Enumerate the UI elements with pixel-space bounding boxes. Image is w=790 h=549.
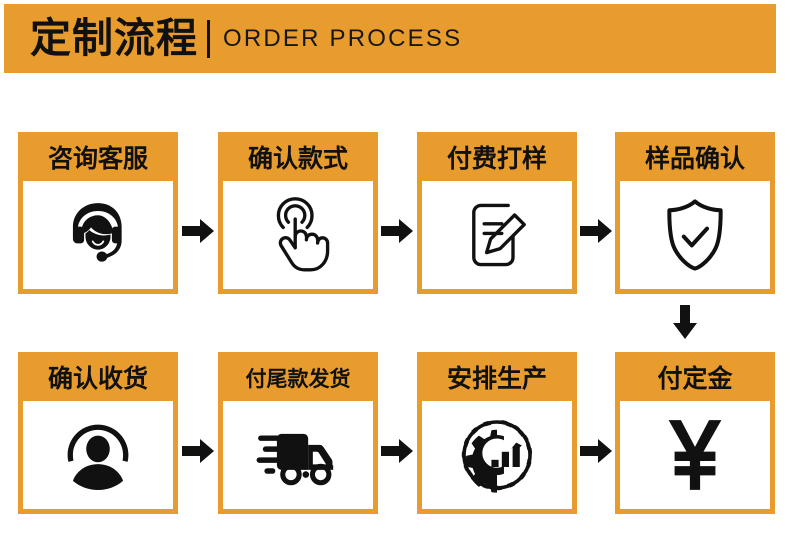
step-icon-area bbox=[620, 181, 770, 289]
tap-hand-icon bbox=[262, 195, 334, 275]
page-title-cn: 定制流程 bbox=[30, 14, 198, 62]
step-card-pay-balance-ship[interactable]: 付尾款发货 bbox=[218, 352, 378, 514]
document-pen-icon bbox=[460, 195, 534, 275]
step-card-confirm-style[interactable]: 确认款式 bbox=[218, 132, 378, 294]
step-icon-area bbox=[223, 181, 373, 289]
flow-arrow-right bbox=[182, 438, 214, 464]
user-receipt-icon bbox=[60, 417, 136, 493]
step-label: 确认款式 bbox=[223, 137, 373, 181]
step-label: 样品确认 bbox=[620, 137, 770, 181]
flow-arrow-right bbox=[580, 438, 612, 464]
step-card-paid-sampling[interactable]: 付费打样 bbox=[417, 132, 577, 294]
shield-check-icon bbox=[658, 195, 732, 275]
step-icon-area bbox=[223, 401, 373, 509]
page-header-band: 定制流程 ORDER PROCESS bbox=[4, 4, 776, 73]
step-label: 付尾款发货 bbox=[223, 357, 373, 401]
flow-arrow-right bbox=[182, 218, 214, 244]
delivery-truck-icon bbox=[255, 419, 341, 491]
step-icon-area bbox=[422, 181, 572, 289]
step-icon-area bbox=[422, 401, 572, 509]
step-icon-area bbox=[620, 401, 770, 509]
step-card-consult-service[interactable]: 咨询客服 bbox=[18, 132, 178, 294]
flow-arrow-right bbox=[381, 438, 413, 464]
step-label: 付费打样 bbox=[422, 137, 572, 181]
yen-currency-icon bbox=[664, 415, 726, 495]
flow-arrow-down bbox=[672, 305, 698, 339]
headset-agent-icon bbox=[60, 197, 136, 273]
page-title-en: ORDER PROCESS bbox=[223, 24, 463, 52]
step-icon-area bbox=[23, 181, 173, 289]
flow-arrow-right bbox=[381, 218, 413, 244]
step-card-confirm-receipt[interactable]: 确认收货 bbox=[18, 352, 178, 514]
step-card-arrange-production[interactable]: 安排生产 bbox=[417, 352, 577, 514]
step-card-sample-confirm[interactable]: 样品确认 bbox=[615, 132, 775, 294]
step-card-pay-deposit[interactable]: 付定金 bbox=[615, 352, 775, 514]
header-divider bbox=[207, 19, 210, 58]
step-icon-area bbox=[23, 401, 173, 509]
step-label: 安排生产 bbox=[422, 357, 572, 401]
step-label: 咨询客服 bbox=[23, 137, 173, 181]
step-label: 付定金 bbox=[620, 357, 770, 401]
flow-arrow-right bbox=[580, 218, 612, 244]
step-label: 确认收货 bbox=[23, 357, 173, 401]
gear-chart-icon bbox=[457, 415, 537, 495]
